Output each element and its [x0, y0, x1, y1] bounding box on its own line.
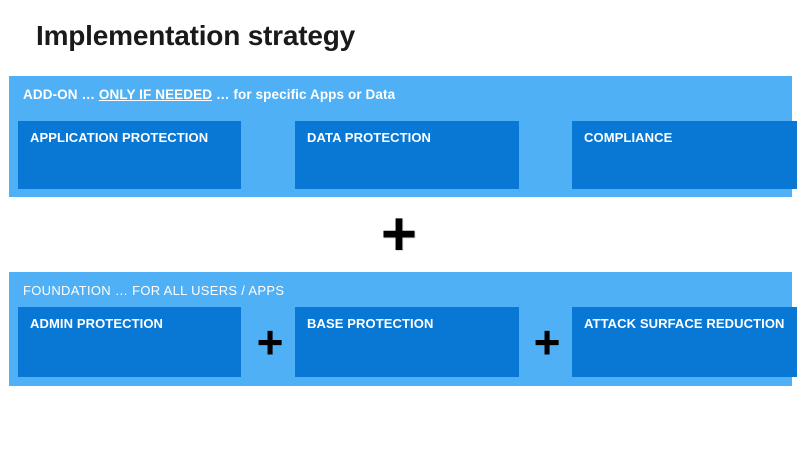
- card-attack-surface-reduction[interactable]: ATTACK SURFACE REDUCTION: [572, 307, 797, 377]
- card-admin-protection[interactable]: ADMIN PROTECTION: [18, 307, 241, 377]
- addon-header-emphasis: ONLY IF NEEDED: [98, 87, 213, 102]
- addon-header-prefix: ADD-ON …: [23, 87, 99, 102]
- card-data-protection[interactable]: DATA PROTECTION: [295, 121, 519, 189]
- card-compliance[interactable]: COMPLIANCE: [572, 121, 797, 189]
- plus-icon: +: [533, 316, 561, 368]
- foundation-card-row: ADMIN PROTECTION + BASE PROTECTION + ATT…: [14, 307, 797, 377]
- addon-header-suffix: … for specific Apps or Data: [212, 87, 396, 102]
- foundation-panel-header: FOUNDATION … FOR ALL USERS / APPS: [23, 283, 285, 298]
- plus-icon: +: [256, 316, 284, 368]
- page-title: Implementation strategy: [36, 20, 356, 51]
- plus-icon: +: [380, 200, 418, 269]
- card-label: BASE PROTECTION: [307, 316, 434, 331]
- card-label: APPLICATION PROTECTION: [30, 130, 209, 145]
- card-label: COMPLIANCE: [584, 130, 673, 145]
- card-label: ADMIN PROTECTION: [30, 316, 164, 331]
- card-base-protection[interactable]: BASE PROTECTION: [295, 307, 519, 377]
- addon-panel-header: ADD-ON … ONLY IF NEEDED … for specific A…: [23, 87, 395, 102]
- addon-panel: ADD-ON … ONLY IF NEEDED … for specific A…: [9, 76, 797, 197]
- addon-card-row: APPLICATION PROTECTION DATA PROTECTION C…: [14, 121, 797, 189]
- card-application-protection[interactable]: APPLICATION PROTECTION: [18, 121, 241, 189]
- card-label: DATA PROTECTION: [307, 130, 432, 145]
- card-label: ATTACK SURFACE REDUCTION: [584, 316, 785, 331]
- foundation-panel: FOUNDATION … FOR ALL USERS / APPS ADMIN …: [9, 272, 797, 386]
